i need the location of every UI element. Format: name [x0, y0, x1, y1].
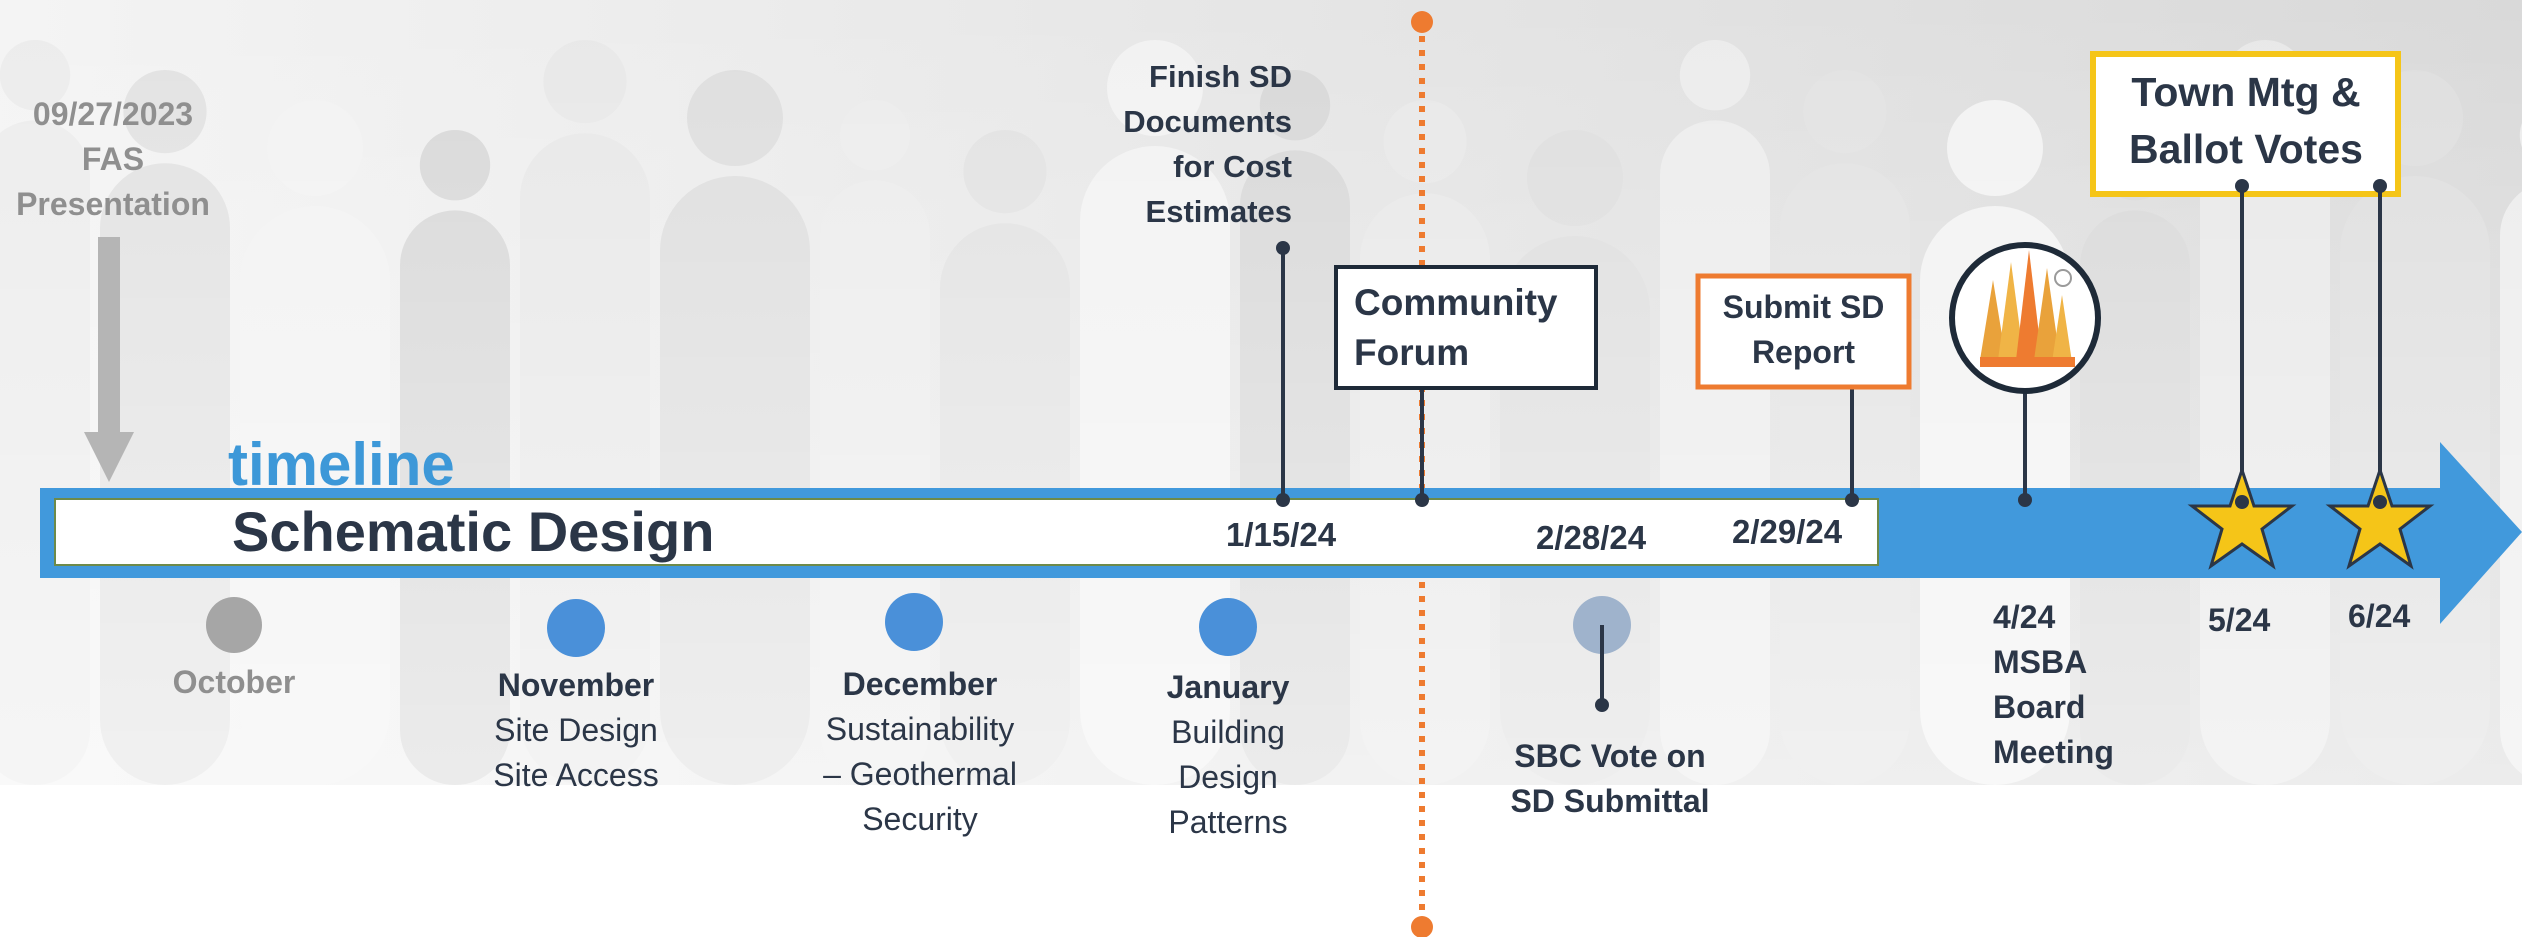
sbc-vote-label: SBC Vote on SD Submittal: [1490, 734, 1730, 824]
finish-sd-label: Finish SD Documents for Cost Estimates: [1070, 54, 1292, 234]
month-dot-december: [885, 593, 943, 651]
month-october-title: October: [172, 664, 296, 700]
month-december-line-3: Security: [862, 801, 978, 837]
intro-label: 09/27/2023 FAS Presentation: [0, 92, 226, 227]
intro-date: 09/27/2023: [32, 96, 194, 132]
month-january-line-3: Patterns: [1168, 804, 1288, 840]
star-icon-june: [2325, 465, 2435, 570]
down-arrow-icon: [84, 237, 134, 482]
community-forum-box: [1334, 265, 1598, 390]
msba-line-1: 4/24: [1993, 599, 2056, 635]
msba-line-3: Board: [1993, 689, 2086, 725]
month-january: January Building Design Patterns: [1108, 665, 1348, 845]
month-december-line-2: – Geothermal: [823, 756, 1017, 792]
sbc-vote-date: 2/28/24: [1536, 519, 1647, 556]
timeline-word: timeline: [228, 431, 455, 498]
submit-sd-line-2: Report: [1751, 334, 1856, 370]
town-mtg-box: [2090, 51, 2401, 197]
msba-label: 4/24 MSBA Board Meeting: [1993, 595, 2114, 775]
community-forum-line-1: Community: [1354, 282, 1558, 323]
month-december: December Sustainability – Geothermal Sec…: [800, 662, 1040, 842]
month-december-line-1: Sustainability: [825, 711, 1015, 747]
finish-sd-connector: [1276, 241, 1290, 507]
intro-org: FAS: [81, 141, 145, 177]
month-dot-january: [1199, 598, 1257, 656]
month-dot-november: [547, 599, 605, 657]
month-dot-october: [206, 597, 262, 653]
month-november-line-1: Site Design: [494, 712, 658, 748]
msba-line-4: Meeting: [1993, 734, 2114, 770]
orange-dot-bottom: [1411, 916, 1433, 937]
finish-sd-line-2: Documents: [1123, 104, 1292, 139]
month-january-line-2: Design: [1178, 759, 1278, 795]
month-november-title: November: [497, 667, 655, 703]
star-icon-may: [2187, 465, 2297, 570]
month-november: November Site Design Site Access: [456, 663, 696, 798]
community-forum-line-2: Forum: [1354, 332, 1470, 373]
submit-sd-label: Submit SD Report: [1700, 285, 1907, 375]
intro-presentation: Presentation: [16, 186, 210, 222]
schematic-design-band: [54, 498, 1879, 566]
town-mtg-label: Town Mtg & Ballot Votes: [2096, 64, 2396, 178]
finish-sd-line-1: Finish SD: [1149, 59, 1292, 94]
month-january-line-1: Building: [1171, 714, 1285, 750]
submit-sd-line-1: Submit SD: [1722, 289, 1885, 325]
town-mtg-line-2: Ballot Votes: [2129, 126, 2363, 172]
community-forum-label: Community Forum: [1354, 278, 1558, 378]
submit-sd-connector: [1845, 374, 1859, 507]
sbc-vote-line-2: SD Submittal: [1510, 783, 1710, 819]
town-mtg-date-june: 6/24: [2348, 598, 2411, 634]
community-forum-connector: [1415, 371, 1429, 507]
finish-sd-line-4: Estimates: [1145, 194, 1292, 229]
town-mtg-line-1: Town Mtg &: [2131, 69, 2361, 115]
town-mtg-connector-2: [2373, 179, 2387, 500]
band-title: Schematic Design: [232, 500, 715, 563]
submit-sd-date: 2/29/24: [1732, 513, 1843, 550]
town-mtg-date-may: 5/24: [2208, 602, 2271, 638]
msba-line-2: MSBA: [1993, 644, 2088, 680]
month-december-title: December: [842, 666, 998, 702]
orange-dot-top: [1411, 11, 1433, 33]
sbc-vote-connector: [1595, 625, 1609, 712]
month-november-line-2: Site Access: [493, 757, 659, 793]
finish-sd-date: 1/15/24: [1226, 516, 1337, 553]
town-mtg-connector-1: [2235, 179, 2249, 500]
finish-sd-line-3: for Cost: [1173, 149, 1292, 184]
month-january-title: January: [1166, 669, 1290, 705]
submit-sd-box: [1695, 273, 1912, 390]
pencils-icon: [1949, 242, 2101, 394]
sbc-vote-line-1: SBC Vote on: [1514, 738, 1706, 774]
